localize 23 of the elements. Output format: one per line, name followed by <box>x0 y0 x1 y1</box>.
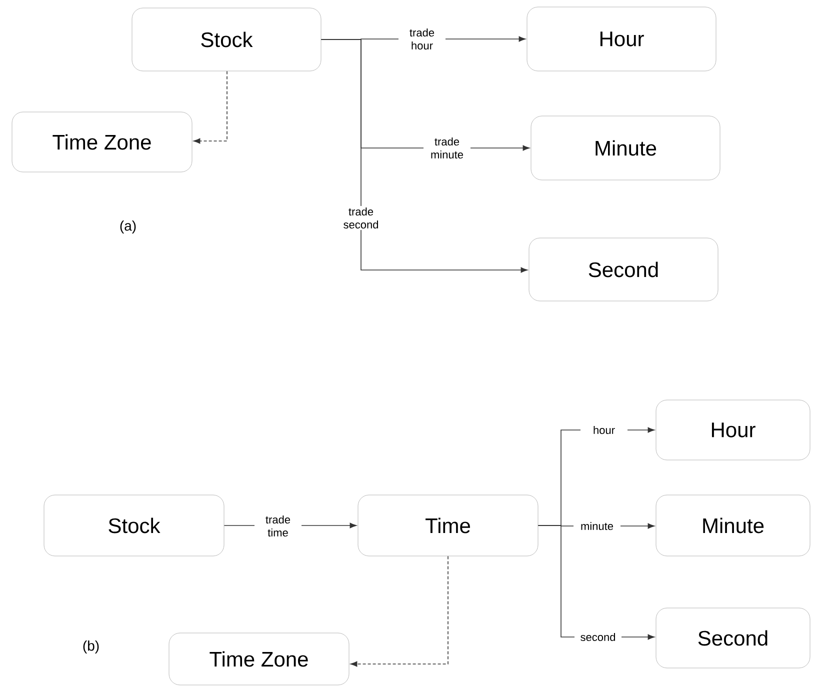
edge-label: minute <box>574 520 620 532</box>
rounded-box: Hour <box>656 400 810 460</box>
panel-label: (a) <box>120 220 136 234</box>
rounded-box: Time <box>358 494 538 556</box>
arrow <box>350 556 448 667</box>
rounded-box: Second <box>656 608 810 668</box>
rounded-box: Minute <box>530 116 720 180</box>
rounded-box: Hour <box>526 6 716 72</box>
rounded-box: Second <box>528 238 718 302</box>
arrow <box>193 70 228 144</box>
edge-label: trade time <box>254 514 302 538</box>
arrow <box>320 39 528 273</box>
rounded-box: Stock <box>132 8 322 72</box>
edge-label: trade minute <box>424 136 470 160</box>
edge-label: trade second <box>338 206 384 230</box>
edge-label: trade hour <box>398 26 446 52</box>
rounded-box: Time Zone <box>12 112 192 172</box>
rounded-box: Stock <box>44 494 224 556</box>
panel-label: (b) <box>83 640 99 654</box>
rounded-box: Time Zone <box>168 632 350 686</box>
rounded-box: Minute <box>656 494 810 556</box>
edge-label: hour <box>580 424 628 436</box>
edge-label: second <box>574 631 622 643</box>
